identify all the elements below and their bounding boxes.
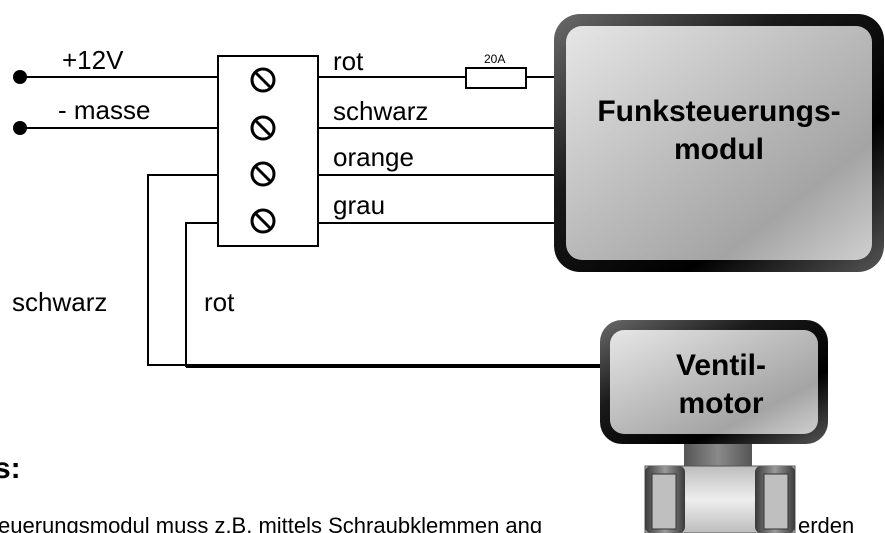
label-grau: grau [333, 190, 385, 220]
wire-rot-motor [185, 222, 218, 367]
motor-label-line2: motor [679, 387, 764, 420]
label-schwarz-lower: schwarz [12, 287, 107, 317]
screw-icon [250, 115, 276, 141]
module-label-line2: modul [674, 133, 764, 166]
valve-shaft [684, 444, 752, 466]
valve-body [644, 465, 796, 533]
note-text: euerungsmodul muss z.B. mittels Schraubk… [0, 513, 542, 533]
note-text-tail: erden [798, 513, 854, 533]
fuse [465, 67, 527, 89]
valve-motor: Ventil- motor [600, 320, 828, 444]
screw-icon [250, 161, 276, 187]
terminal-block [217, 55, 319, 247]
radio-control-module: Funksteuerungs- modul [554, 14, 884, 272]
label-rot-lower: rot [204, 287, 235, 317]
label-orange: orange [333, 142, 414, 172]
motor-label-line1: Ventil- [676, 349, 766, 382]
fuse-label: 20A [484, 52, 505, 66]
label-schwarz: schwarz [333, 96, 428, 126]
screw-icon [250, 67, 276, 93]
label-rot: rot [333, 46, 364, 76]
section-heading: s: [0, 452, 21, 485]
label-plus12v: +12V [62, 45, 124, 75]
label-masse: - masse [58, 95, 150, 125]
screw-icon [250, 208, 276, 234]
wire-schwarz-motor [147, 174, 218, 366]
module-label-line1: Funksteuerungs- [597, 95, 840, 128]
